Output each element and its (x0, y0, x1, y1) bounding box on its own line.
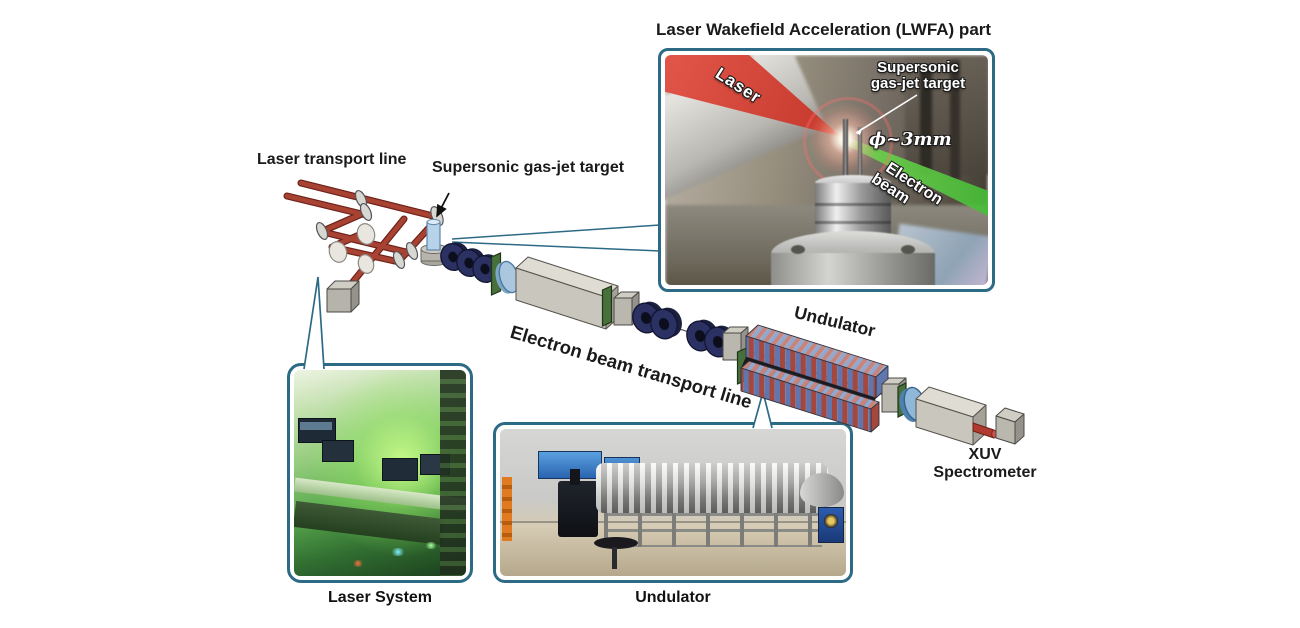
gas-jet-target-label: Supersonic gas-jet target (432, 159, 625, 176)
quadrupole-pair-2 (686, 319, 736, 358)
xuv-spectrometer-label: XUV Spectrometer (915, 446, 1055, 481)
stool (594, 537, 638, 549)
undulator-caption: Undulator (635, 589, 711, 606)
xuv-spectrometer-box (915, 386, 987, 446)
quadrupole-pair-1 (632, 301, 682, 340)
blue-disc (495, 260, 520, 294)
xuv-line2: Spectrometer (933, 463, 1037, 481)
ladder (502, 477, 512, 541)
lwfa-inset-photo: Laser Supersonic gas-jet target ϕ~3mm El… (658, 48, 995, 292)
undulator-magnets (740, 324, 889, 433)
inset-diameter-label: ϕ~3mm (869, 129, 952, 150)
beamline-cube (722, 326, 749, 361)
mirror-optics (315, 189, 444, 270)
undulator-photo (493, 422, 853, 583)
green-plate (601, 285, 613, 327)
laser-system-caption: Laser System (327, 589, 433, 606)
dipole-disc (899, 386, 927, 422)
laser-transport-lattice (283, 179, 444, 313)
inset-gas-jet-label: Supersonic gas-jet target (870, 59, 966, 92)
undulator-vacuum-structure (596, 463, 828, 513)
undulator-schematic-label: Undulator (792, 302, 878, 341)
lwfa-part-title: Laser Wakefield Acceleration (LWFA) part (656, 20, 992, 39)
detector-cube (995, 407, 1025, 445)
dome-mirrors (328, 223, 376, 274)
blue-equipment (818, 507, 844, 543)
green-plate (897, 382, 907, 418)
quadrupole-triplet (440, 242, 502, 284)
beamline-cube (881, 377, 907, 413)
green-plate (736, 347, 748, 385)
laser-transport-line-label: Laser transport line (257, 151, 407, 168)
monitor (322, 440, 354, 462)
vacuum-chamber (515, 256, 619, 330)
gas-jet-pointer (436, 192, 450, 218)
laser-system-photo (287, 363, 473, 583)
ebeam-transport-label: Electron beam transport line (508, 321, 755, 413)
xuv-coupler (972, 422, 997, 439)
gas-jet-pointer-arrow (855, 94, 918, 135)
laser-box (326, 280, 360, 313)
monitor (382, 458, 418, 481)
xuv-line1: XUV (968, 446, 1002, 463)
beamline-cube (613, 291, 640, 326)
gas-jet-target (420, 192, 450, 266)
green-plate (490, 252, 502, 296)
